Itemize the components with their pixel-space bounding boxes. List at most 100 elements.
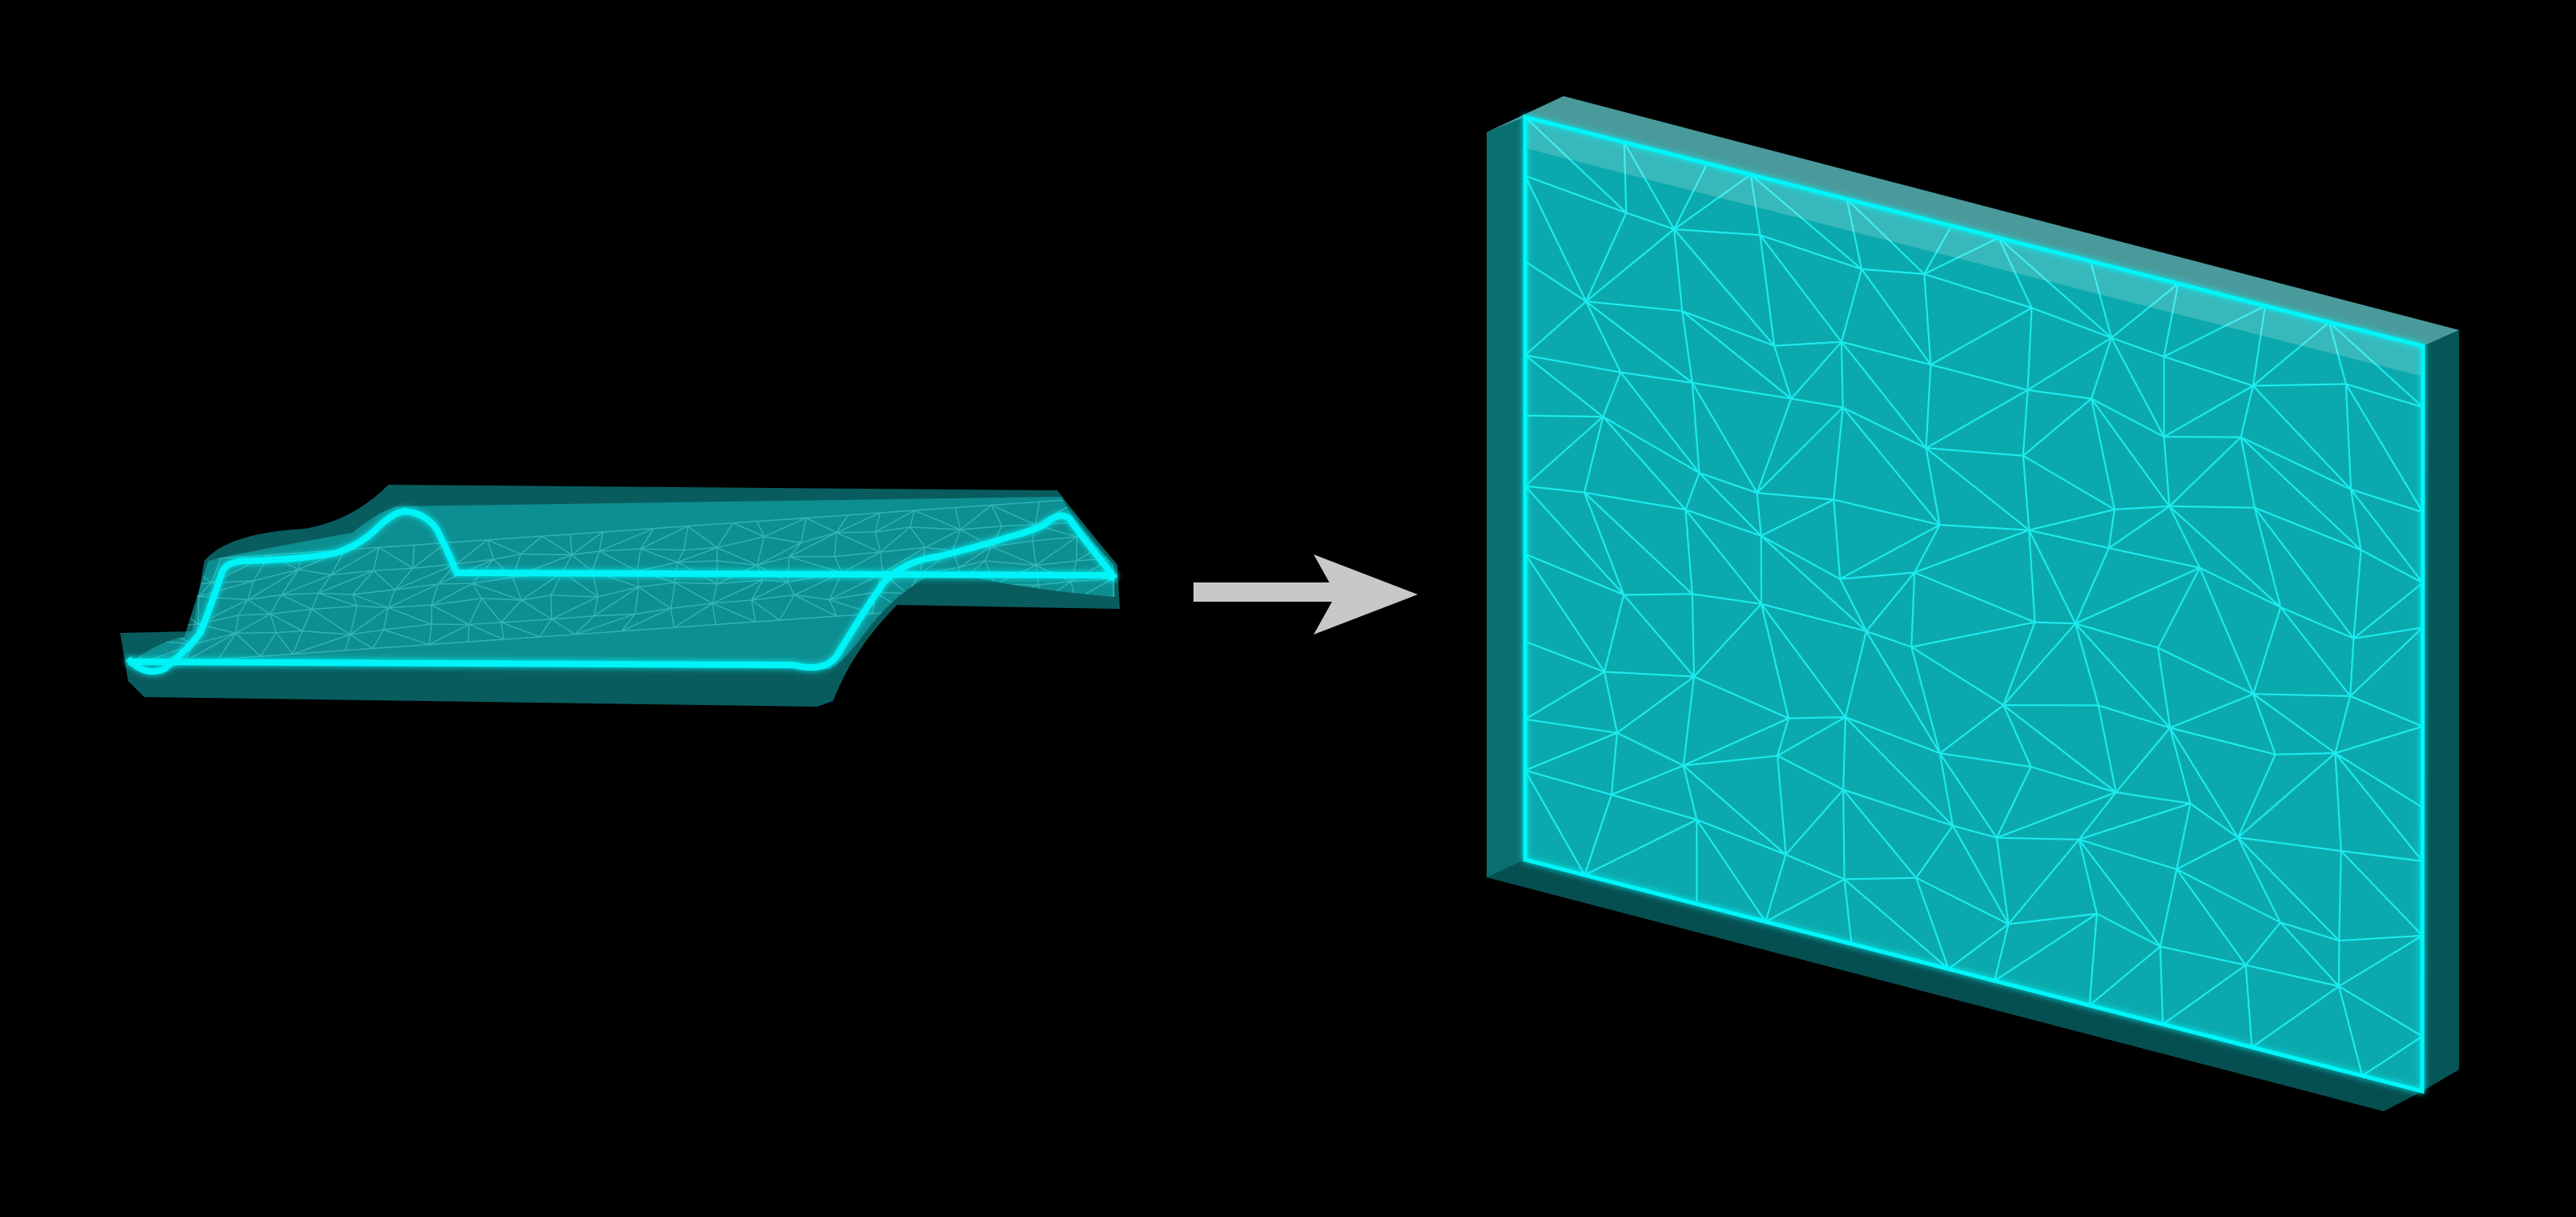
- mesh-edge: [1915, 824, 1954, 879]
- panel-triangle-mesh: [1525, 117, 2423, 1091]
- mesh-edge: [2169, 727, 2239, 838]
- mesh-edge: [1844, 631, 1868, 718]
- mesh-edge: [550, 594, 553, 619]
- arrow-shaft: [1193, 582, 1338, 602]
- mesh-edge: [2168, 506, 2281, 608]
- mesh-edge: [2002, 704, 2117, 793]
- mesh-edge: [794, 594, 830, 601]
- mesh-edge: [166, 595, 199, 601]
- mesh-edge: [2251, 985, 2340, 1049]
- mesh-edge: [910, 526, 961, 530]
- mesh-edge: [372, 629, 384, 649]
- mesh-edge: [2022, 455, 2031, 530]
- mesh-edge: [1583, 492, 1625, 595]
- mesh-edge: [1525, 416, 1604, 487]
- mesh-edge: [716, 522, 734, 548]
- mesh-edge: [599, 548, 641, 552]
- mesh-edge: [1841, 341, 1931, 366]
- mesh-edge: [2007, 839, 2080, 925]
- mesh-edge: [1684, 509, 1762, 605]
- mesh-edge: [1693, 675, 1789, 719]
- mesh-edge: [352, 594, 388, 609]
- mesh-edge: [2078, 839, 2161, 947]
- mesh-edge: [875, 512, 881, 533]
- mesh-edge: [779, 594, 795, 621]
- mesh-edge: [1841, 406, 1941, 526]
- mesh-edge: [1845, 199, 1863, 270]
- mesh-edge: [2090, 337, 2113, 399]
- mesh-edge: [2237, 836, 2341, 941]
- warped-mesh-sheet: [120, 485, 1120, 707]
- mesh-edge: [2028, 530, 2077, 624]
- mesh-edge: [183, 643, 195, 663]
- mesh-edge: [2240, 385, 2254, 437]
- mesh-edge: [2168, 436, 2242, 507]
- mesh-edge: [2360, 549, 2423, 584]
- mesh-edge: [1911, 621, 2035, 648]
- mesh-edge: [2075, 623, 2099, 706]
- mesh-edge: [1684, 509, 1762, 537]
- mesh-edge: [1760, 603, 1789, 719]
- mesh-edge: [991, 504, 1036, 526]
- mesh-edge: [2169, 505, 2255, 509]
- mesh-edge: [1923, 272, 2032, 309]
- mesh-edge: [1843, 879, 1853, 945]
- mesh-edge: [2027, 389, 2092, 400]
- panel-bottom-edge: [1487, 860, 2422, 1111]
- warped-sheet-surface: [132, 497, 1115, 669]
- mesh-edge: [757, 556, 790, 566]
- mesh-edge: [1611, 764, 1684, 796]
- mesh-edge: [1683, 717, 1789, 767]
- mesh-edge: [879, 510, 915, 514]
- mesh-edge: [574, 615, 594, 635]
- mesh-edge: [394, 563, 457, 590]
- mesh-edge: [1790, 341, 1842, 400]
- mesh-edge: [2340, 850, 2423, 937]
- mesh-edge: [217, 632, 236, 660]
- mesh-edge: [276, 630, 303, 634]
- mesh-edge: [429, 641, 469, 646]
- mesh-edge: [253, 569, 299, 582]
- mesh-edge: [1842, 788, 1918, 879]
- mesh-edge: [2334, 752, 2342, 852]
- mesh-edge: [836, 531, 875, 534]
- mesh-edge: [1623, 142, 1675, 230]
- mesh-edge: [1833, 498, 1940, 526]
- mesh-edge: [598, 586, 639, 598]
- mesh-edge: [1777, 756, 1787, 855]
- mesh-edge: [2244, 921, 2281, 966]
- mesh-edge: [2028, 530, 2036, 623]
- mesh-edge: [1525, 769, 1612, 796]
- mesh-edge: [674, 602, 713, 628]
- mesh-edge: [481, 598, 522, 601]
- mesh-edge: [984, 560, 1036, 566]
- mesh-edge: [1760, 234, 1862, 270]
- mesh-edge: [2353, 582, 2423, 639]
- mesh-edge: [1761, 602, 1867, 632]
- mesh-edge: [1585, 300, 1622, 373]
- mesh-edge: [2163, 304, 2266, 358]
- mesh-edge: [909, 510, 916, 528]
- mesh-edge: [1585, 300, 1693, 384]
- mesh-edge: [2252, 693, 2276, 756]
- mesh-edge: [383, 629, 429, 646]
- mesh-edge: [1696, 819, 1767, 923]
- mesh-edge: [2334, 695, 2352, 754]
- mesh-edge: [501, 599, 522, 623]
- mesh-edge: [1839, 578, 1867, 632]
- mesh-edge: [1696, 819, 1786, 856]
- mesh-edge: [1034, 502, 1040, 525]
- mesh-edge: [2088, 945, 2161, 1006]
- mesh-edge: [2240, 437, 2256, 508]
- mesh-edge: [756, 521, 765, 538]
- mesh-edge: [247, 569, 300, 601]
- mesh-edge: [1840, 268, 1863, 342]
- mesh-edge: [2114, 505, 2170, 510]
- mesh-edge: [235, 631, 276, 634]
- mesh-edge: [1749, 174, 1761, 236]
- mesh-edge: [2245, 964, 2340, 988]
- mesh-edge: [2035, 621, 2076, 625]
- mesh-edge: [1833, 499, 1841, 579]
- mesh-edge: [640, 526, 688, 550]
- mesh-edge: [2028, 529, 2110, 550]
